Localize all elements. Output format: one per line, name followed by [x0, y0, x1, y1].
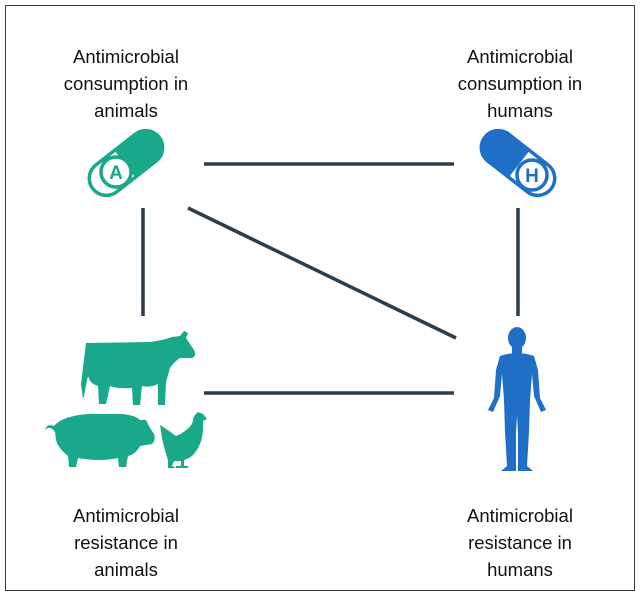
- cow-icon: [81, 331, 196, 405]
- label-line: Antimicrobial: [73, 505, 179, 526]
- capsule-icon: A: [87, 128, 165, 198]
- label-line: humans: [487, 559, 553, 580]
- label-consumption-animals: Antimicrobial consumption in animals: [26, 43, 226, 124]
- capsule-icon: H: [479, 128, 557, 198]
- pig-icon: [45, 414, 155, 467]
- label-resistance-humans: Antimicrobial resistance in humans: [420, 502, 620, 583]
- label-line: resistance in: [74, 532, 178, 553]
- label-line: resistance in: [468, 532, 572, 553]
- label-line: Antimicrobial: [467, 46, 573, 67]
- capsule-letter-h: H: [525, 166, 539, 187]
- label-consumption-humans: Antimicrobial consumption in humans: [420, 43, 620, 124]
- diagram-frame: [5, 5, 635, 591]
- capsule-letter-a: A: [109, 163, 123, 184]
- label-line: humans: [487, 100, 553, 121]
- label-resistance-animals: Antimicrobial resistance in animals: [26, 502, 226, 583]
- label-line: Antimicrobial: [73, 46, 179, 67]
- label-line: consumption in: [63, 73, 189, 94]
- label-line: consumption in: [457, 73, 583, 94]
- label-line: animals: [94, 559, 158, 580]
- label-line: Antimicrobial: [467, 505, 573, 526]
- label-line: animals: [94, 100, 158, 121]
- chicken-icon: [160, 412, 207, 468]
- human-figure-icon: [488, 327, 546, 471]
- connector-diagonal: [187, 206, 457, 340]
- connectors: [141, 162, 520, 395]
